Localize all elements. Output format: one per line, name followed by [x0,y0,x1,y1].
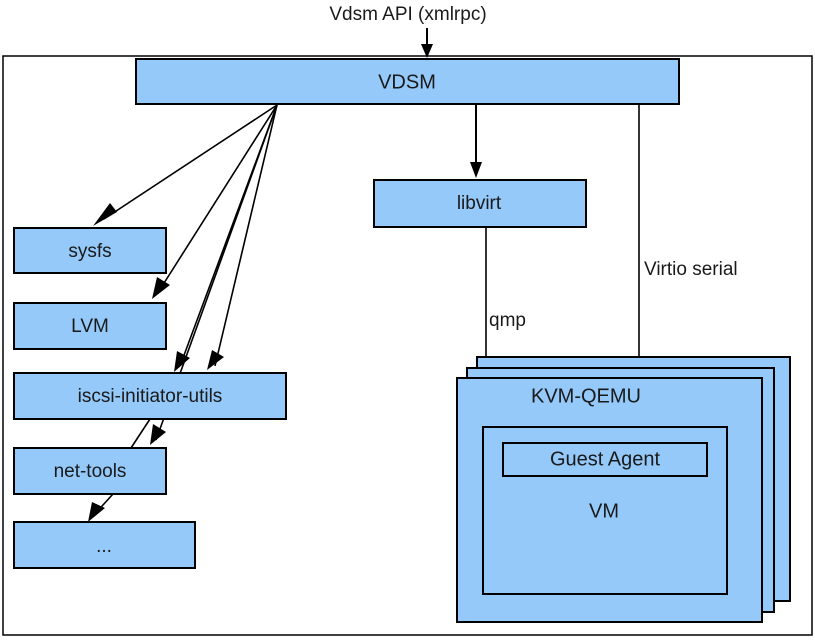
node-sysfs-label: sysfs [68,241,111,262]
edge-iscsi-nettools [130,418,151,449]
node-sysfs[interactable] [13,227,167,274]
node-ellipsis[interactable] [13,521,196,569]
node-kvm-qemu-label: KVM-QEMU [531,385,641,407]
edge-vdsm-iscsi-b-head [207,350,224,370]
node-ellipsis-label: ... [96,536,112,557]
edge-vdsm-sysfs-head [93,203,117,226]
node-lvm-label: LVM [71,316,109,337]
node-vm-label: VM [589,500,619,522]
node-lvm[interactable] [13,302,167,350]
node-guest-agent-label: Guest Agent [550,448,661,470]
node-libvirt[interactable] [373,179,587,228]
node-vm[interactable] [482,426,728,595]
host-boundary-frame [2,55,813,636]
edge-vdsm-nettools-head [150,424,166,445]
edge-nettools-ellipsis-head [88,502,105,522]
node-libvirt-label: libvirt [457,193,502,214]
vdsm-api-label: Vdsm API (xmlrpc) [329,4,486,25]
edge-vdsm-libvirt-head [470,162,482,178]
edge-vdsm-lvm [158,104,278,292]
edge-label-qmp: qmp [489,310,526,331]
edge-label-virtio-serial: Virtio serial [644,259,738,280]
edge-vdsm-sysfs [103,104,278,220]
node-kvm-qemu[interactable] [456,377,763,623]
vdsm-api-arrow-head [421,44,433,58]
edge-vdsm-iscsi-b [214,104,278,367]
node-net-tools-label: net-tools [54,461,127,482]
node-net-tools[interactable] [13,447,167,495]
node-vdsm[interactable] [135,58,680,105]
node-guest-agent[interactable] [502,442,708,477]
node-iscsi-initiator-utils-label: iscsi-initiator-utils [78,386,223,407]
edge-vdsm-lvm-head [152,277,170,299]
node-vdsm-label: VDSM [378,71,436,93]
